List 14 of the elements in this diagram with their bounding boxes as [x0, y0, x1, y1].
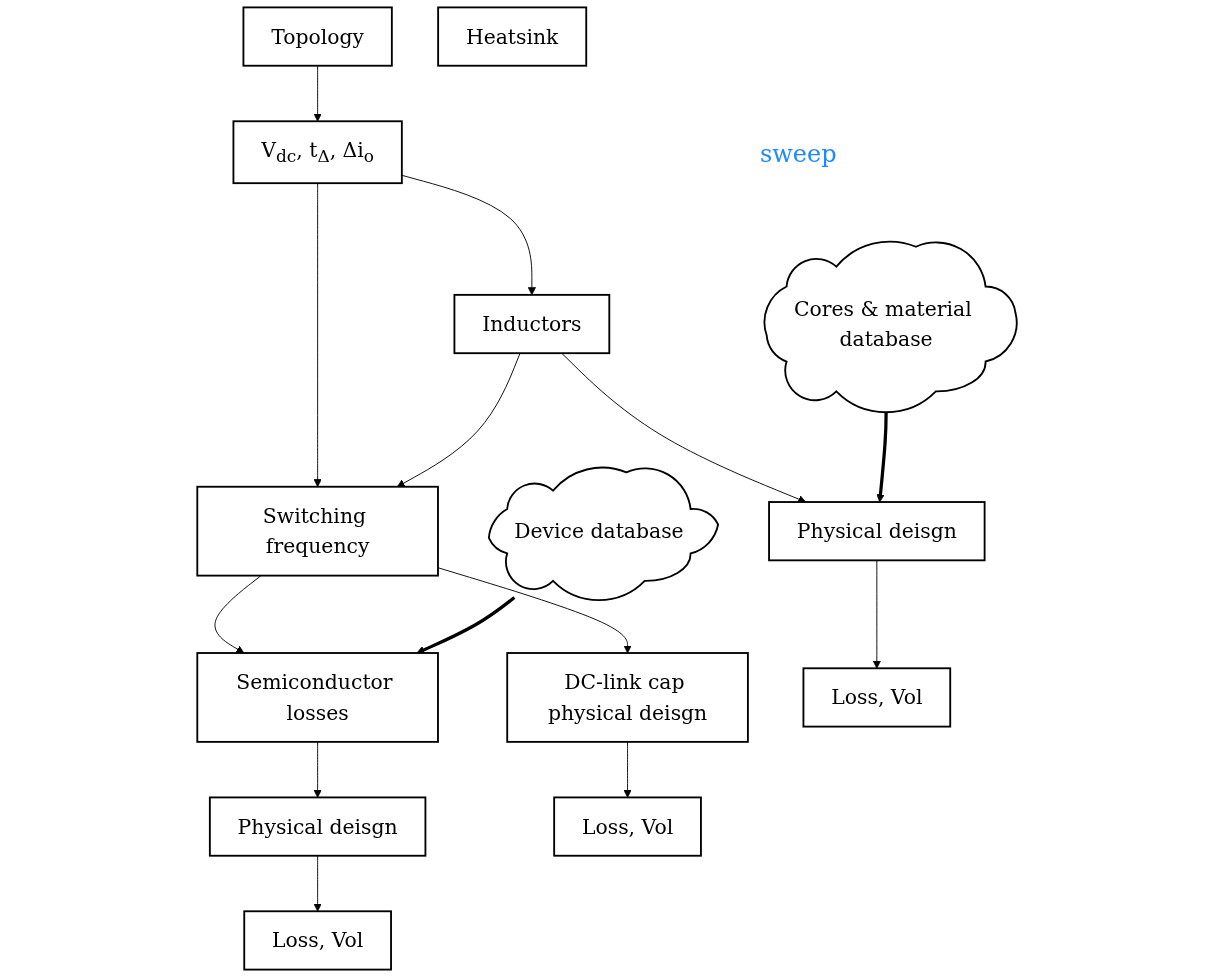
node-box: Heatsink [437, 6, 588, 67]
node-box: V$_{dc}$, t$_{Δ}$, Δi$_{o}$ [232, 120, 403, 185]
node-box: Switching frequency [196, 485, 439, 577]
arrow [416, 596, 516, 654]
node-box: Loss, Vol [243, 910, 392, 971]
node-box: Semiconductor losses [196, 652, 439, 743]
annotation-text: sweep [760, 140, 837, 168]
node-box: Inductors [453, 293, 611, 355]
node-box: Topology [242, 6, 393, 67]
node-box: Physical deisgn [768, 501, 986, 562]
node-box: Loss, Vol [802, 667, 952, 728]
node-box: Loss, Vol [553, 796, 702, 857]
node-box: DC-link cap physical deisgn [506, 652, 749, 743]
node-box: Physical deisgn [208, 796, 427, 857]
